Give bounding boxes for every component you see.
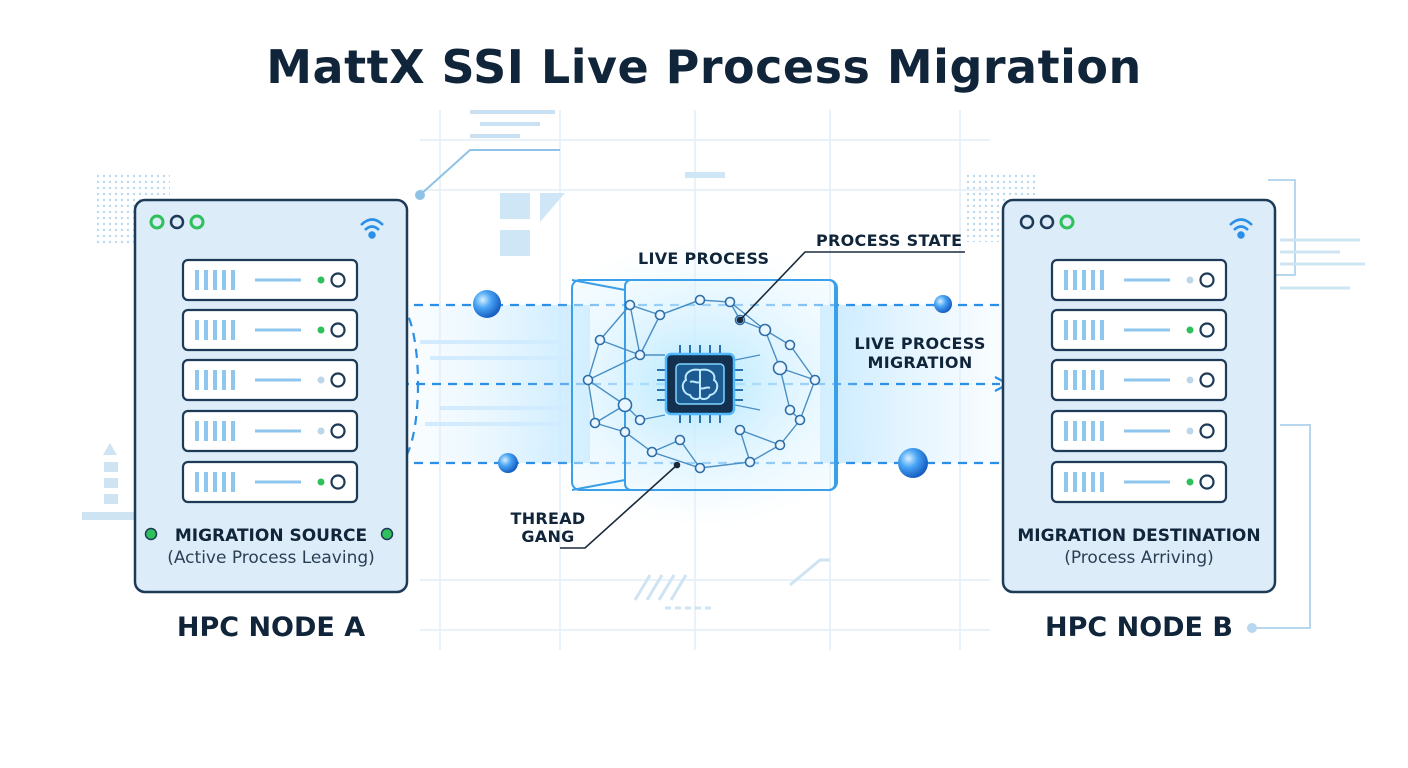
process-state-label: PROCESS STATE [816, 231, 963, 250]
server-unit-icon [181, 308, 359, 352]
node-b-caption: HPC NODE B [1045, 612, 1233, 643]
node-a-detail: (Active Process Leaving) [167, 548, 375, 568]
server-unit-icon [181, 460, 359, 504]
live-process-label: LIVE PROCESS [638, 249, 770, 268]
server-unit-icon [181, 258, 359, 302]
server-unit-icon [1050, 409, 1228, 453]
data-packet [498, 453, 518, 473]
server-unit-icon [1050, 258, 1228, 302]
data-packet [934, 295, 952, 313]
node-b-role: MIGRATION DESTINATION [1017, 526, 1261, 546]
server-unit-icon [1050, 460, 1228, 504]
data-packet [898, 448, 928, 478]
node-a-role: MIGRATION SOURCE [174, 526, 368, 546]
server-unit-icon [181, 409, 359, 453]
thread-gang-label-line1: THREAD [510, 509, 586, 528]
server-unit-icon [1050, 308, 1228, 352]
annotation-leaders [560, 251, 965, 549]
block-decoration [500, 172, 725, 256]
circuit-decoration [1247, 179, 1365, 633]
hatch-decoration [633, 558, 830, 610]
page-title: MattX SSI Live Process Migration [266, 40, 1142, 94]
node-a-caption: HPC NODE A [176, 612, 366, 643]
wifi-icon [360, 218, 384, 239]
thread-network-nodes [582, 294, 821, 474]
tower-decoration [82, 443, 134, 520]
circuit-decoration [415, 110, 560, 200]
server-unit-icon [181, 358, 359, 402]
server-unit-icon [1050, 358, 1228, 402]
wifi-icon [1229, 218, 1253, 239]
node-b-detail: (Process Arriving) [1064, 548, 1214, 568]
migration-label-line1: LIVE PROCESS [854, 334, 986, 353]
chip-brain-icon [657, 345, 743, 423]
thread-gang-label-line2: GANG [521, 527, 575, 546]
migration-label-line2: MIGRATION [867, 353, 973, 372]
data-packet [473, 290, 501, 318]
